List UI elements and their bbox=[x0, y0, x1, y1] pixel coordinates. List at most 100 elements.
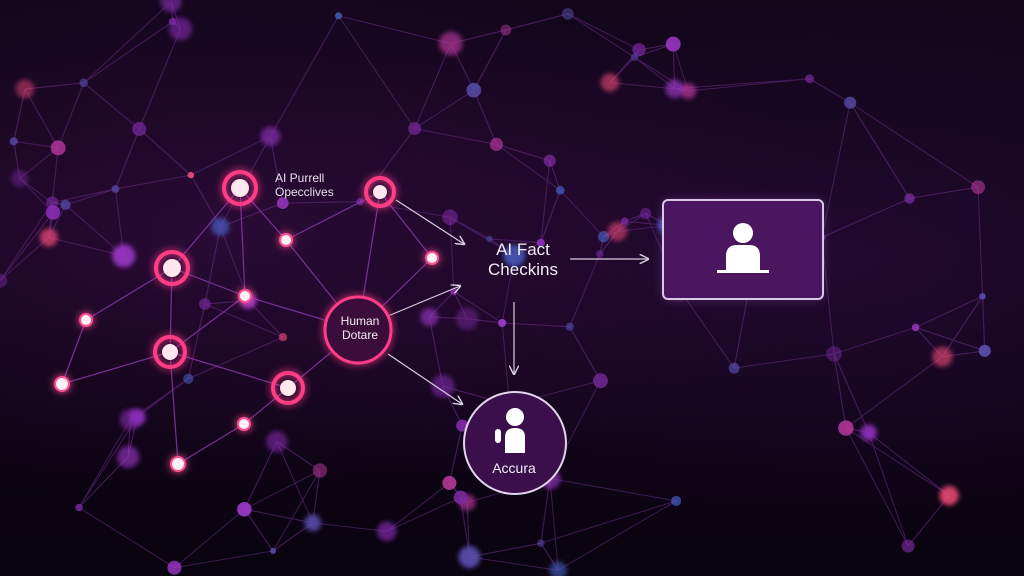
arrow-purpose-to-factcheck bbox=[395, 199, 464, 244]
background-dot bbox=[75, 503, 83, 512]
background-edge bbox=[78, 416, 138, 508]
accura-circle bbox=[463, 391, 567, 495]
background-edge bbox=[557, 500, 677, 571]
background-dot bbox=[237, 502, 252, 517]
background-edge bbox=[244, 470, 321, 510]
background-edge bbox=[78, 456, 129, 508]
background-edge bbox=[204, 303, 284, 338]
background-dot bbox=[536, 539, 545, 548]
background-dot bbox=[128, 408, 146, 426]
background-edge bbox=[734, 353, 835, 369]
background-edge bbox=[977, 187, 984, 297]
background-edge bbox=[188, 336, 284, 380]
ring-node bbox=[153, 335, 187, 369]
background-dot bbox=[860, 424, 877, 441]
background-dot bbox=[420, 307, 439, 327]
background-edge bbox=[248, 300, 284, 338]
background-dot bbox=[160, 0, 182, 13]
background-dot bbox=[278, 333, 288, 342]
human-node-ring bbox=[323, 295, 393, 365]
background-edge bbox=[502, 322, 570, 328]
background-dot bbox=[971, 180, 986, 195]
background-edge bbox=[428, 316, 444, 387]
background-dot bbox=[466, 82, 482, 98]
background-edge bbox=[496, 143, 561, 191]
background-edge bbox=[386, 497, 461, 532]
background-dot bbox=[598, 231, 610, 243]
background-dot bbox=[167, 560, 182, 575]
background-dot bbox=[671, 495, 682, 506]
background-edge bbox=[448, 425, 463, 484]
background-edge bbox=[13, 140, 59, 149]
background-edge bbox=[24, 88, 59, 149]
background-dot bbox=[498, 318, 507, 328]
background-edge bbox=[833, 353, 870, 433]
background-edge bbox=[941, 296, 983, 357]
background-edge bbox=[677, 287, 735, 369]
background-edge bbox=[849, 102, 911, 199]
background-dot bbox=[979, 293, 986, 300]
background-edge bbox=[868, 432, 950, 496]
background-edge bbox=[833, 353, 847, 429]
background-dot bbox=[596, 250, 604, 258]
background-edge bbox=[282, 201, 361, 204]
background-dot bbox=[312, 463, 328, 478]
background-edge bbox=[672, 43, 689, 92]
background-edge bbox=[220, 202, 283, 228]
background-dot bbox=[904, 193, 915, 204]
background-edge bbox=[338, 15, 416, 129]
background-dot bbox=[486, 235, 493, 242]
background-dot bbox=[199, 298, 211, 310]
background-edge bbox=[540, 478, 551, 544]
background-edge bbox=[845, 427, 950, 497]
background-dot bbox=[112, 244, 136, 268]
background-dot bbox=[630, 53, 639, 62]
background-edge bbox=[414, 43, 452, 129]
background-edge bbox=[48, 236, 124, 257]
background-edge bbox=[24, 82, 84, 90]
background-edge bbox=[501, 255, 515, 324]
background-dot bbox=[939, 485, 959, 506]
background-edge bbox=[187, 303, 206, 379]
background-edge bbox=[359, 128, 416, 202]
background-edge bbox=[276, 441, 314, 524]
background-dot bbox=[838, 420, 854, 436]
background-edge bbox=[845, 427, 909, 547]
background-edge bbox=[0, 202, 53, 281]
background-dot bbox=[665, 36, 681, 52]
background-edge bbox=[65, 188, 116, 206]
background-edge bbox=[269, 15, 339, 137]
arrow-human-to-accura bbox=[387, 353, 462, 404]
ring-node bbox=[222, 170, 258, 206]
background-dot bbox=[549, 561, 567, 576]
background-edge bbox=[569, 253, 601, 327]
background-dot bbox=[503, 244, 526, 267]
ring-node bbox=[271, 371, 305, 405]
background-dot bbox=[555, 185, 565, 195]
human-label: Human Dotare bbox=[340, 314, 380, 342]
flow-arrows bbox=[387, 199, 648, 404]
background-dot bbox=[439, 31, 463, 56]
background-dot bbox=[79, 78, 88, 88]
background-edge bbox=[567, 13, 635, 58]
ring-nodes bbox=[153, 170, 396, 405]
background-edge bbox=[569, 326, 601, 381]
background-dot bbox=[978, 344, 991, 357]
background-edge bbox=[915, 326, 985, 352]
background-dot bbox=[187, 171, 195, 179]
background-dot bbox=[60, 199, 71, 210]
background-dot bbox=[453, 490, 468, 505]
result-box bbox=[662, 199, 824, 300]
background-dot bbox=[728, 362, 740, 374]
background-edge bbox=[907, 495, 950, 547]
purpose-label: AI Purrell Opecclives bbox=[275, 171, 334, 199]
background-edge bbox=[505, 13, 568, 31]
background-edge bbox=[243, 508, 274, 552]
background-edge bbox=[540, 160, 551, 243]
background-dot bbox=[39, 228, 58, 247]
background-edge bbox=[244, 508, 313, 524]
background-dot bbox=[600, 73, 620, 92]
bright-dots bbox=[54, 233, 439, 472]
background-edge bbox=[83, 1, 172, 84]
